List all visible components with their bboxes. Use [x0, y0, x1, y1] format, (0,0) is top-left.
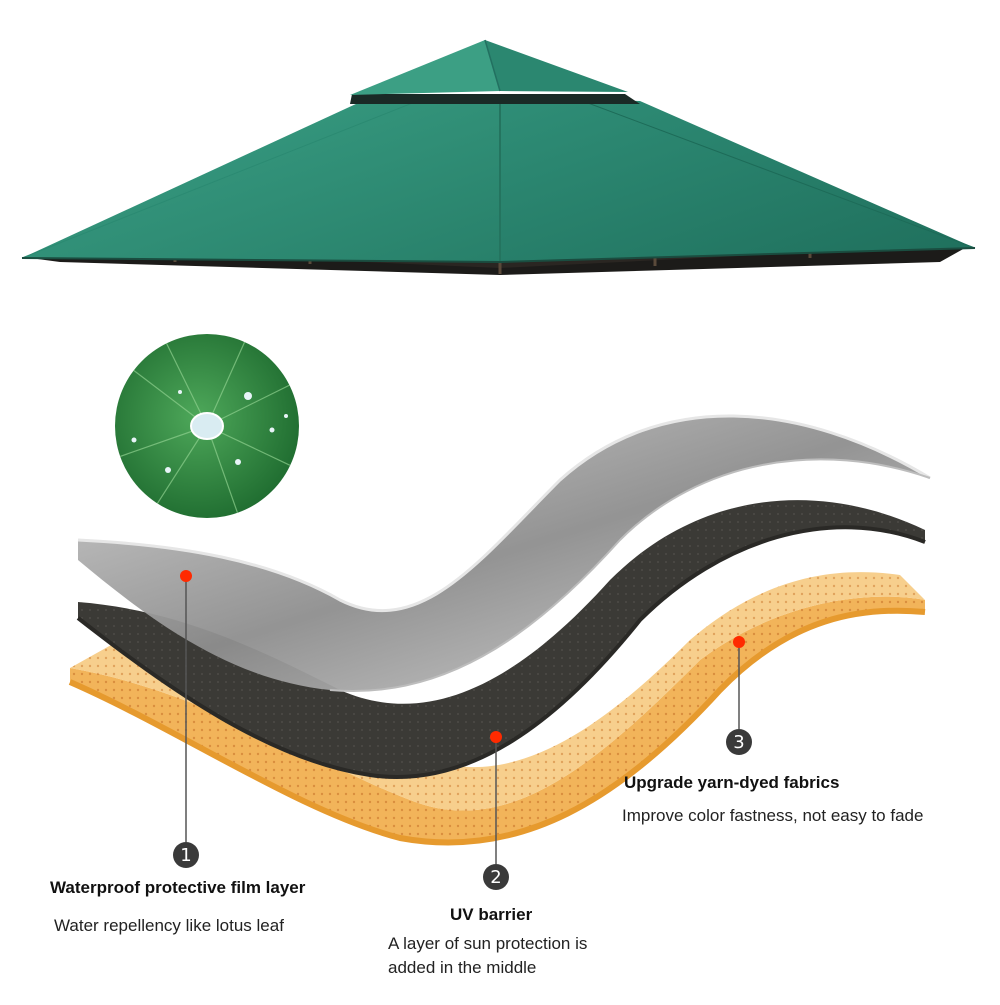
leader-lines: [185, 576, 740, 864]
layer-3-title: Upgrade yarn-dyed fabrics: [624, 773, 840, 792]
svg-text:2: 2: [490, 867, 501, 888]
uv-barrier-layer: [76, 500, 926, 779]
layer-1-title: Waterproof protective film layer: [50, 878, 306, 897]
layer-1-number-badge: 1: [173, 842, 199, 868]
layer-2-description-line-2: added in the middle: [388, 958, 537, 977]
layer-2-marker: [490, 731, 502, 743]
layer-1-marker: [180, 570, 192, 582]
layer-3-marker: [733, 636, 745, 648]
svg-text:1: 1: [180, 845, 191, 866]
fabric-layer: [68, 572, 926, 846]
layer-2-description-line-1: A layer of sun protection is: [388, 934, 588, 953]
waterproof-film-layer: [77, 414, 931, 693]
gazebo-canopy-image: [21, 39, 976, 275]
svg-text:3: 3: [733, 732, 744, 753]
layer-1-description: Water repellency like lotus leaf: [54, 916, 284, 935]
layer-3-description: Improve color fastness, not easy to fade: [622, 806, 924, 825]
lotus-leaf-inset: [115, 334, 299, 518]
layer-2-number-badge: 2: [483, 864, 509, 890]
layer-3-number-badge: 3: [726, 729, 752, 755]
layer-2-title: UV barrier: [450, 905, 533, 924]
